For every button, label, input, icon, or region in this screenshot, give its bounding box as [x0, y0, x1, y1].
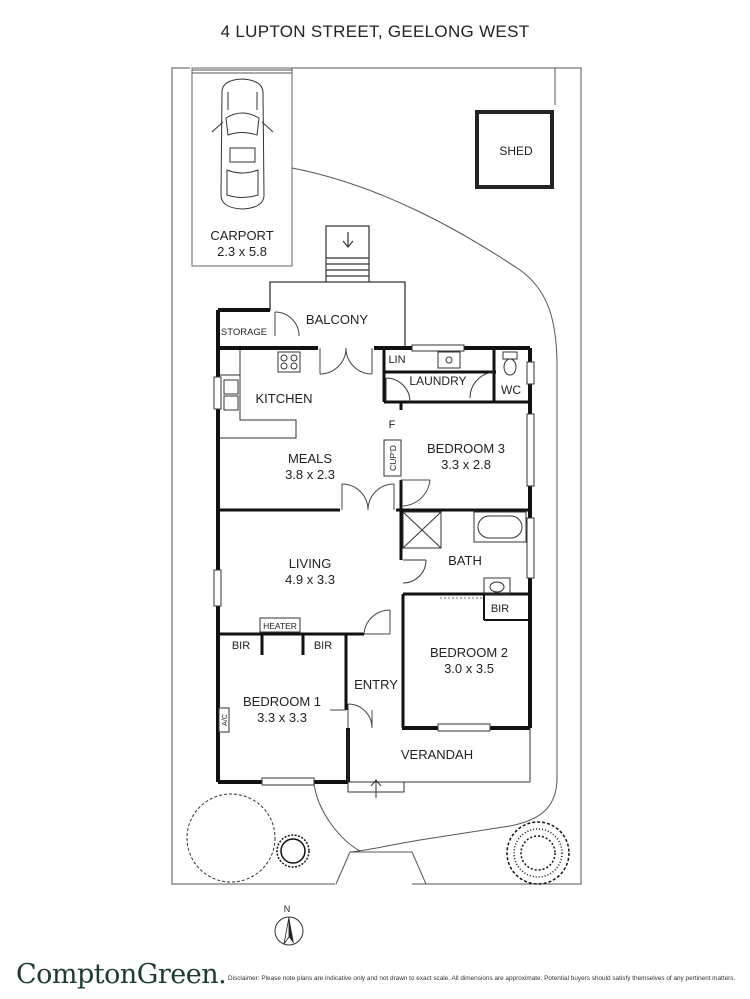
bath-bir-label: BIR [491, 603, 509, 615]
shed [475, 110, 554, 189]
living-size: 4.9 x 3.3 [285, 572, 335, 587]
bedroom2-label: BEDROOM 2 [430, 645, 508, 660]
carport [191, 67, 293, 267]
tree-large [186, 793, 276, 883]
shrub-right [506, 821, 570, 885]
bath-fixtures [402, 511, 527, 595]
bath-label: BATH [448, 553, 482, 568]
ac-unit [218, 707, 230, 733]
brand-logo: ComptonGreen. [16, 959, 227, 990]
balcony-label: BALCONY [306, 312, 368, 327]
bir-right-label: BIR [314, 640, 332, 652]
kitchen-label: KITCHEN [255, 391, 312, 406]
cupboard [383, 439, 402, 477]
living-label: LIVING [289, 556, 332, 571]
bir-left-label: BIR [232, 640, 250, 652]
ac-label: A/C [222, 714, 229, 726]
cupd-label: CUP'D [388, 445, 398, 471]
compass-north-label: N [284, 904, 291, 914]
footer: ComptonGreen. Disclaimer: Please note pl… [0, 955, 750, 991]
property-boundary [171, 67, 582, 885]
shed-label: SHED [499, 144, 533, 158]
bedroom3-size: 3.3 x 2.8 [441, 457, 491, 472]
storage-door [274, 311, 300, 337]
balcony-doors [319, 347, 373, 375]
stairs [325, 225, 370, 282]
laundry-fixtures [385, 351, 461, 403]
windows [213, 344, 535, 786]
bedroom1-size: 3.3 x 3.3 [257, 710, 307, 725]
car-icon [211, 78, 274, 210]
disclaimer: Disclaimer: Please note plans are indica… [228, 975, 736, 982]
plan-title: 4 LUPTON STREET, GEELONG WEST [220, 22, 530, 41]
bedroom2-size: 3.0 x 3.5 [444, 661, 494, 676]
verandah-outline [347, 728, 531, 798]
kitchen-bench [220, 350, 297, 439]
garden-paths [291, 167, 558, 885]
heater [259, 617, 301, 633]
verandah-label: VERANDAH [401, 747, 473, 762]
bath-bir [483, 594, 530, 621]
north-arrow-icon [274, 916, 304, 946]
carport-size: 2.3 x 5.8 [217, 244, 267, 259]
meals-doors [341, 479, 431, 511]
cooktop-icon [277, 351, 301, 373]
bedroom1-label: BEDROOM 1 [243, 694, 321, 709]
heater-label: HEATER [263, 621, 297, 631]
toilet-icon [469, 351, 518, 399]
meals-size: 3.8 x 2.3 [285, 467, 335, 482]
bedroom3-label: BEDROOM 3 [427, 441, 505, 456]
laundry-label: LAUNDRY [409, 374, 466, 388]
entry-label: ENTRY [354, 677, 398, 692]
storage-label: STORAGE [221, 327, 267, 338]
meals-label: MEALS [288, 451, 332, 466]
carport-label: CARPORT [210, 228, 273, 243]
wc-label: WC [501, 383, 521, 397]
f-label: F [389, 419, 396, 431]
entry-doors [330, 609, 391, 729]
lin-label: LIN [388, 354, 405, 366]
shrub-left [276, 834, 310, 868]
